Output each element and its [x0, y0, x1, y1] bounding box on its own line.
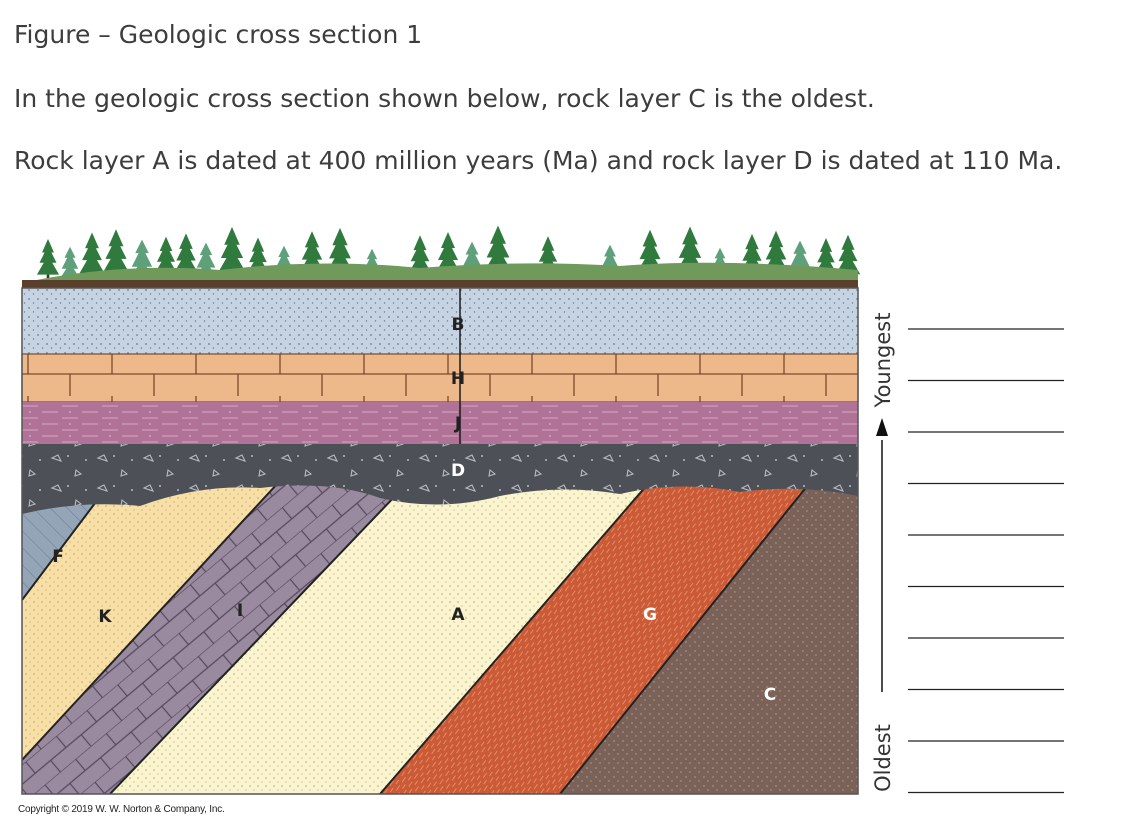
section-frame — [21, 287, 859, 795]
label-b: B — [452, 315, 465, 335]
youngest-label: Youngest — [871, 313, 895, 409]
answer-lines — [908, 328, 1064, 794]
label-a: A — [451, 605, 465, 625]
oldest-label: Oldest — [871, 724, 895, 792]
label-d: D — [451, 461, 465, 481]
age-scale: Youngest Oldest — [871, 313, 895, 792]
figure-title: Figure – Geologic cross section 1 — [14, 20, 423, 49]
label-g: G — [643, 605, 657, 625]
tree-icon — [60, 246, 80, 278]
tilted-layers — [22, 469, 858, 794]
tree-icon — [36, 238, 60, 280]
label-f: F — [52, 547, 64, 567]
label-k: K — [98, 607, 112, 627]
copyright-notice: Copyright © 2019 W. W. Norton & Company,… — [18, 804, 225, 815]
label-i: I — [237, 601, 243, 621]
forest-surface — [22, 225, 861, 288]
label-h: H — [451, 369, 465, 389]
layer-b — [22, 288, 858, 354]
dates-text: Rock layer A is dated at 400 million yea… — [14, 146, 1063, 175]
arrow-up-icon — [876, 418, 888, 436]
label-c: C — [764, 685, 776, 705]
intro-text: In the geologic cross section shown belo… — [14, 84, 875, 113]
layer-j — [22, 402, 858, 444]
label-j: J — [454, 414, 461, 434]
layer-h — [21, 353, 859, 403]
